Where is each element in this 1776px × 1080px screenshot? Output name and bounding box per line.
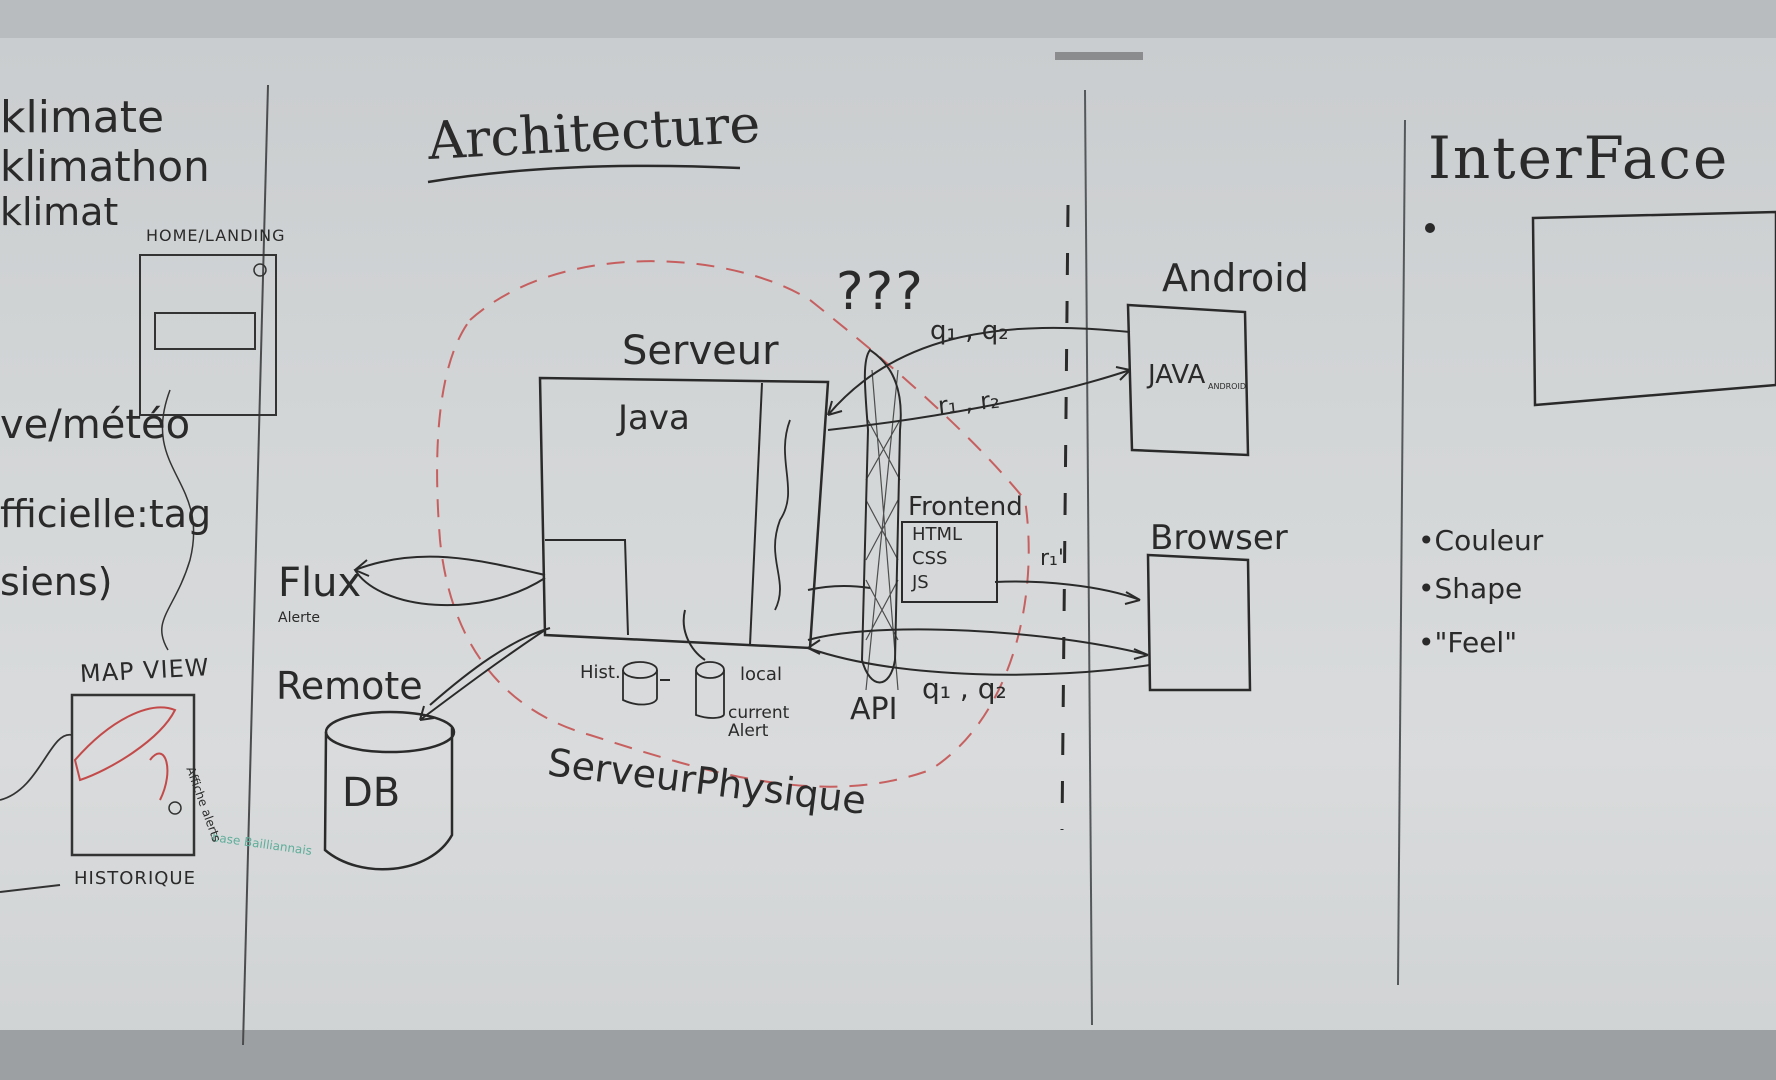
browser-label: Browser <box>1150 518 1288 558</box>
q-bottom-label: q₁ , q₂ <box>922 672 1007 705</box>
java-label: Java <box>618 398 690 438</box>
local-cylinder <box>695 661 725 679</box>
home-icon <box>253 263 267 277</box>
top-wall <box>0 0 1776 38</box>
officielle-text: fficielle:tag <box>0 492 212 536</box>
api-label: API <box>850 692 898 727</box>
historique-label: HISTORIQUE <box>74 868 196 889</box>
java-android-label: JAVA <box>1148 360 1206 390</box>
home-landing-label: HOME/LANDING <box>146 226 286 245</box>
current-alert-label: current Alert <box>728 703 790 741</box>
interface-title: InterFace <box>1428 124 1730 192</box>
flow-arrows <box>353 326 1151 721</box>
alerte-label: Alerte <box>278 610 320 626</box>
klimathon-text: klimathon <box>0 142 210 191</box>
android-label: Android <box>1162 256 1309 300</box>
divider-right <box>1397 119 1406 986</box>
map-red-region <box>73 706 177 782</box>
flux-label: Flux <box>278 560 362 606</box>
siens-text: siens) <box>0 560 113 604</box>
local-label: local <box>740 664 782 685</box>
map-view-wireframe <box>70 693 196 857</box>
db-cylinder <box>324 710 456 754</box>
frontend-box <box>901 521 998 603</box>
physical-server-boundary <box>436 260 1030 788</box>
bullet-shape: •Shape <box>1418 572 1523 605</box>
question-marks: ??? <box>836 262 925 322</box>
android-box <box>1126 303 1250 457</box>
api-column <box>860 348 902 684</box>
db-label: DB <box>342 770 401 816</box>
frontend-html: HTML <box>912 524 963 545</box>
frontend-js: JS <box>912 572 929 593</box>
hist-cylinder <box>622 661 658 679</box>
bottom-tray <box>0 1030 1776 1080</box>
meteo-text: ve/météo <box>0 402 191 448</box>
dashed-boundary <box>1060 204 1070 831</box>
home-wireframe <box>139 254 277 416</box>
home-to-map-arrow <box>161 389 195 651</box>
divider-middle <box>1084 89 1093 1026</box>
remote-label: Remote <box>276 664 423 708</box>
architecture-underline <box>427 164 741 184</box>
klimate-text: klimate <box>0 92 165 143</box>
marker-clip <box>1055 52 1143 60</box>
r-mid-label: r₁' <box>1040 546 1064 571</box>
home-input-box <box>154 312 256 350</box>
android-small-label: ANDROID <box>1208 382 1246 391</box>
q-top-label: q₁ , q₂ <box>930 316 1009 346</box>
klimat-text: klimat <box>0 190 119 234</box>
serveur-label: Serveur <box>622 328 779 374</box>
bullet-feel: •"Feel" <box>1418 626 1518 659</box>
interface-wireframe <box>1531 210 1776 407</box>
hist-label: Hist. <box>580 662 621 683</box>
frontend-css: CSS <box>912 548 948 569</box>
browser-box <box>1146 553 1252 692</box>
bullet-couleur: •Couleur <box>1418 524 1544 557</box>
divider-left <box>242 84 269 1046</box>
frontend-label: Frontend <box>908 492 1023 522</box>
